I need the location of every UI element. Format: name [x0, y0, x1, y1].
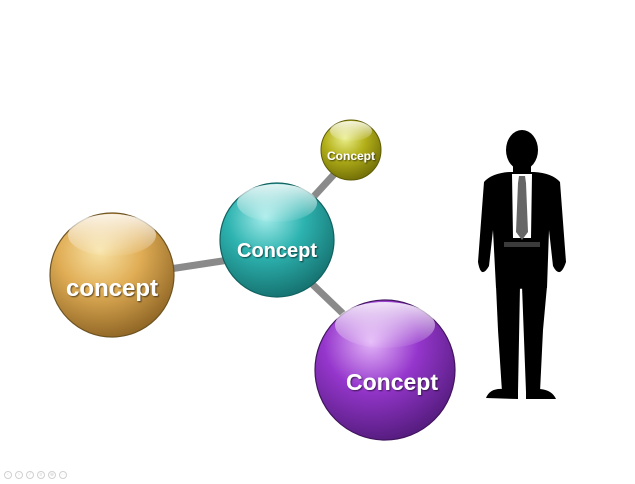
slide-controls: ‹ › ⁄ ≡ ⊕ ⋯ — [4, 471, 67, 481]
concept-node-center: Concept — [219, 182, 335, 298]
next-icon[interactable]: › — [15, 471, 23, 479]
concept-node-left: concept — [49, 212, 175, 338]
prev-icon[interactable]: ‹ — [4, 471, 12, 479]
more-icon[interactable]: ⋯ — [59, 471, 67, 479]
zoom-icon[interactable]: ⊕ — [48, 471, 56, 479]
menu-icon[interactable]: ≡ — [37, 471, 45, 479]
concept-node-center-label: Concept — [237, 240, 317, 262]
pen-icon[interactable]: ⁄ — [26, 471, 34, 479]
concept-node-left-label: concept — [66, 275, 158, 302]
businessman-silhouette-icon — [478, 130, 566, 399]
concept-node-bottom: Concept — [314, 299, 456, 441]
concept-node-bottom-label: Concept — [346, 369, 438, 395]
concept-node-top-label: Concept — [327, 149, 375, 163]
concept-node-top: Concept — [320, 119, 382, 181]
